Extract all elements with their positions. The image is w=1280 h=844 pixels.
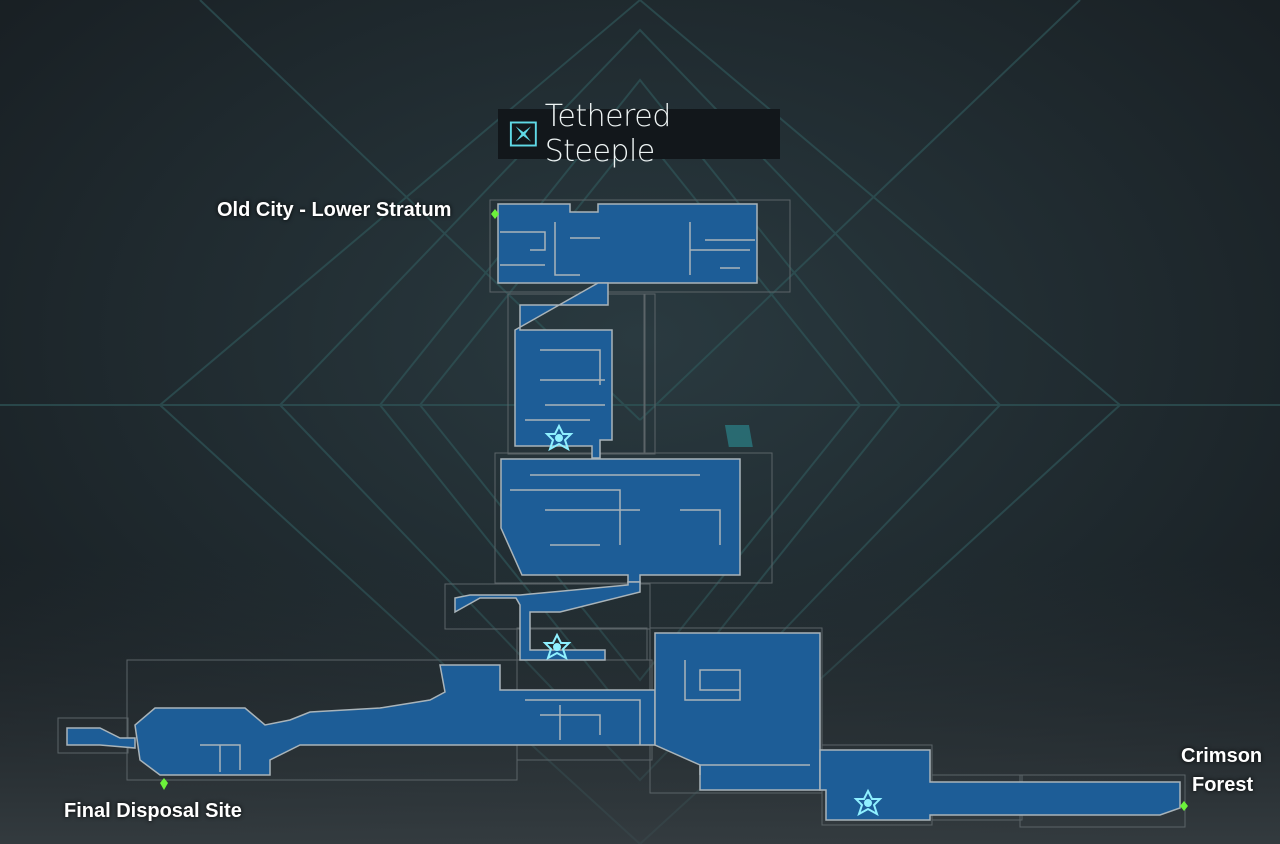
area-title-banner: Tethered Steeple — [498, 99, 780, 169]
exit-marker-old-city[interactable] — [491, 209, 499, 219]
exit-marker-crimson-forest[interactable] — [1180, 801, 1188, 811]
teleporter-icons — [542, 423, 883, 817]
teleporter-icon[interactable] — [544, 423, 574, 452]
location-label-crimson-line2[interactable]: Forest — [1192, 774, 1254, 796]
location-label-old-city[interactable]: Old City - Lower Stratum — [217, 199, 452, 221]
teleporter-icon[interactable] — [853, 788, 883, 817]
inner-walls — [200, 222, 810, 775]
room-right — [654, 632, 821, 791]
rooms — [66, 203, 1181, 821]
exit-marker-final-disposal[interactable] — [160, 778, 168, 790]
corridor-left — [66, 727, 136, 749]
teleporter-icon[interactable] — [542, 632, 572, 661]
exit-markers — [160, 209, 1188, 811]
location-label-crimson-line1[interactable]: Crimson — [1181, 745, 1263, 767]
corridor-1 — [514, 282, 613, 459]
room-bottom-right — [819, 749, 1181, 821]
location-label-final-disposal[interactable]: Final Disposal Site — [64, 800, 242, 822]
area-emblem-icon — [509, 121, 537, 147]
area-title: Tethered Steeple — [544, 99, 672, 169]
room-lower-left — [134, 664, 656, 776]
corridor-2 — [454, 581, 641, 661]
room-top — [497, 203, 758, 284]
